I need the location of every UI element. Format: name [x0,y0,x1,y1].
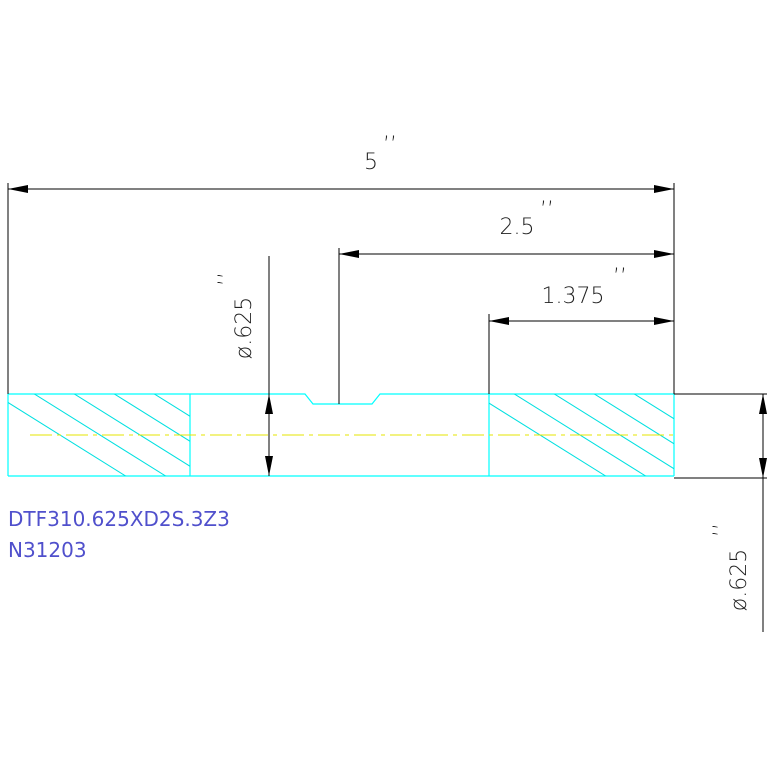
extension-lines [7,183,767,479]
dim-bore-diameter [265,394,273,476]
dim-overall-length-inch: ’’ [383,133,397,158]
dim-end-length [489,317,674,325]
dim-end-length-label: 1.375 [542,284,605,309]
dim-outer-diameter-label: ø.625 [727,549,752,611]
dim-overall-length [8,185,674,193]
dim-step-length [339,250,674,258]
dim-overall-length-label: 5 [364,150,378,175]
dim-end-length-inch: ’’ [613,265,627,290]
part-number-note: DTF310.625XD2S.3Z3 [8,507,230,531]
dim-step-length-inch: ’’ [540,198,554,223]
drawing-number-note: N31203 [8,538,87,562]
dim-bore-diameter-inch: ’’ [215,272,240,286]
dim-bore-diameter-label: ø.625 [232,297,257,359]
dim-step-length-label: 2.5 [500,215,535,240]
dim-outer-diameter [759,394,767,632]
dim-outer-diameter-inch: ’’ [710,523,735,537]
